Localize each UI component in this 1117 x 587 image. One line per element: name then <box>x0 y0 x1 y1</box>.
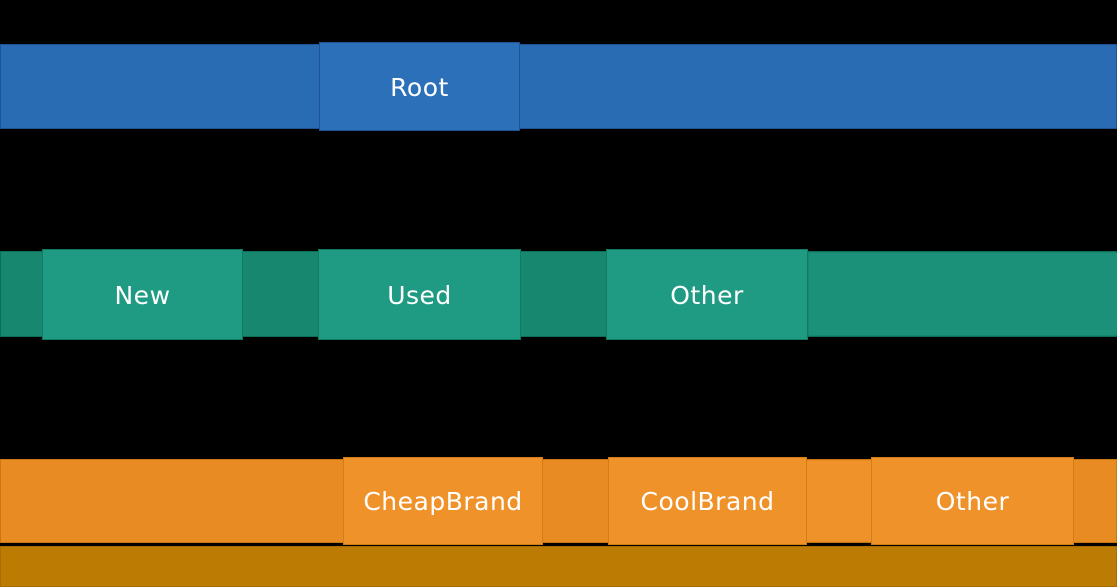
node-used-label: Used <box>387 281 452 310</box>
segment-unlabeled-level3 <box>807 461 871 541</box>
node-root[interactable]: Root <box>319 42 520 131</box>
node-cheapbrand[interactable]: CheapBrand <box>343 457 543 545</box>
node-used[interactable]: Used <box>318 249 521 340</box>
node-coolbrand[interactable]: CoolBrand <box>608 457 807 545</box>
level4-bar <box>0 546 1117 587</box>
node-other-condition[interactable]: Other <box>606 249 808 340</box>
segment-unlabeled-level2 <box>809 253 1117 335</box>
node-new[interactable]: New <box>42 249 243 340</box>
node-root-label: Root <box>390 73 449 102</box>
node-cheapbrand-label: CheapBrand <box>363 487 523 516</box>
node-coolbrand-label: CoolBrand <box>640 487 775 516</box>
node-new-label: New <box>114 281 171 310</box>
node-other-condition-label: Other <box>670 281 744 310</box>
node-other-brand-label: Other <box>935 487 1010 516</box>
node-other-brand[interactable]: Other <box>871 457 1074 545</box>
level1-bar <box>0 44 1117 129</box>
